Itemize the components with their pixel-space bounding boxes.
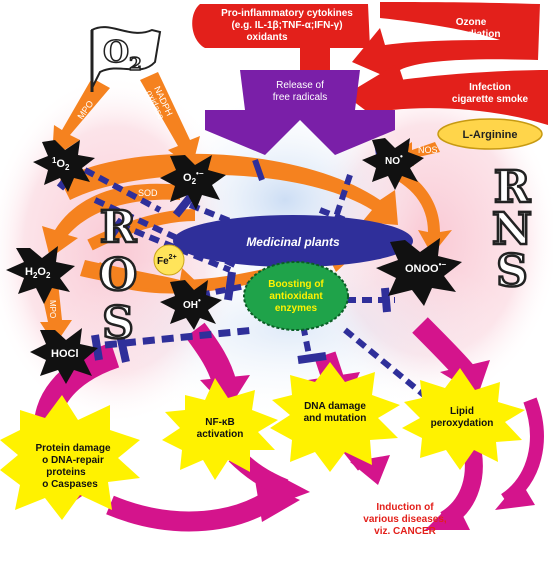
lipid-line2: peroxydation [431,418,494,429]
orange-arrow-top-arc [60,153,398,225]
star-peroxynitrite [376,238,462,306]
disease-line1: Induction of [376,502,434,513]
hocl-label: HOCl [51,348,79,360]
inhibit-bar-o2 [172,192,196,218]
inhibit-dash-4 [83,167,162,213]
inhibit-dash-2 [118,222,232,273]
singlet-o2-label: 1O2 [52,156,70,172]
protein-line3: proteins [46,467,86,478]
ozone-line1: Ozone [456,17,487,28]
iron-label: Fe2+ [157,254,177,267]
red-arrow-cytokines [192,4,370,70]
magenta-arrowhead-dna-down [350,455,390,485]
inhibit-dash-1 [188,202,242,228]
protein-line1: Protein damage [35,443,110,454]
mpo-lower-label: MPO [48,300,57,318]
o2-flag-label: O2 [103,35,142,75]
star-superoxide [160,155,226,210]
infection-line2: cigarette smoke [452,94,529,105]
burst-nfkb [162,378,278,480]
o2-flag-shape [91,26,162,89]
inhibit-bar-onoo [381,287,391,313]
boost-enzymes-ellipse [243,261,349,331]
h2o2-label: H2O2 [25,266,51,280]
magenta-arrowhead-right-down [495,480,535,510]
inhibit-bar-hocl [91,334,103,361]
orange-arrow-mpo-lower [40,282,72,345]
inhibit-bar-dna [297,352,327,364]
star-h2o2 [6,246,75,304]
inhibit-dash-6 [104,326,256,349]
nos-label: NOS [418,145,438,155]
rns-letter-n: N [492,204,532,255]
medicinal-plants-ellipse [173,215,413,267]
rns-letter-s: S [496,246,528,297]
ros-letter-s: S [102,298,134,349]
superoxide-label: O2•− [183,169,204,186]
burst-lipid [402,368,525,470]
orange-arrow-nadph [140,72,200,168]
orange-arrow-mpo [52,78,110,158]
inhibit-dash-5 [199,282,251,298]
release-line1: Release of [276,80,324,91]
ros-letter-o: O [99,250,137,301]
nfkb-line2: activation [197,429,244,440]
nitric-oxide-label: NO• [385,152,403,167]
red-arrow-infection [345,65,548,125]
burst-protein [0,395,140,520]
nfkb-line1: NF-κB [205,417,234,428]
inhibit-bar-oh [224,271,236,301]
magenta-arrowhead-lipid-down [425,500,470,530]
rns-letter-r: R [494,162,531,213]
star-nitric-oxide [362,138,424,190]
disease-line3: viz. CANCER [374,526,436,537]
star-singlet-o2 [33,140,95,192]
orange-arrow-no-down [380,160,452,255]
sod-label: SOD [138,188,158,198]
inhibit-dash-9 [343,327,432,403]
ozone-line2: UV-radiation [442,29,501,40]
red-arrow-ozone [352,2,540,85]
ros-letter-r: R [100,202,137,253]
medicinal-plants-label: Medicinal plants [246,235,340,249]
burst-dna [270,362,400,472]
cytokines-line1: Pro-inflammatory cytokines [221,8,353,19]
protein-line2: o DNA-repair [42,455,104,466]
magenta-arrow-bottom-left [106,491,276,532]
boost-line1: Boosting of [268,279,324,290]
star-hocl [30,328,98,384]
dna-line1: DNA damage [304,401,366,412]
purple-release-shape [205,70,395,155]
arginine-label: L-Arginine [463,129,518,141]
arginine-pill [437,118,543,150]
inhibit-bar-h2o2 [104,217,126,243]
cytokines-line3: oxidants [246,32,288,43]
lipid-line1: Lipid [450,406,474,417]
protein-line4: o Caspases [42,479,98,490]
boost-line2: antioxidant [269,291,323,302]
hydroxyl-label: OH• [183,296,201,311]
star-hydroxyl [160,280,222,330]
iron-circle [153,244,185,276]
inhibit-bar-mid [252,159,265,181]
release-line2: free radicals [273,92,327,103]
peroxynitrite-label: ONOO•− [405,260,446,275]
cytokines-line2: (e.g. IL-1β;TNF-α;IFN-γ) [231,20,342,31]
infection-line1: Infection [469,82,511,93]
magenta-arrowhead-nfkb-down [272,472,310,505]
disease-line2: various diseases, [363,514,447,525]
inhibit-bar-protein [116,334,130,363]
dna-line2: and mutation [304,413,367,424]
boost-line3: enzymes [275,303,318,314]
